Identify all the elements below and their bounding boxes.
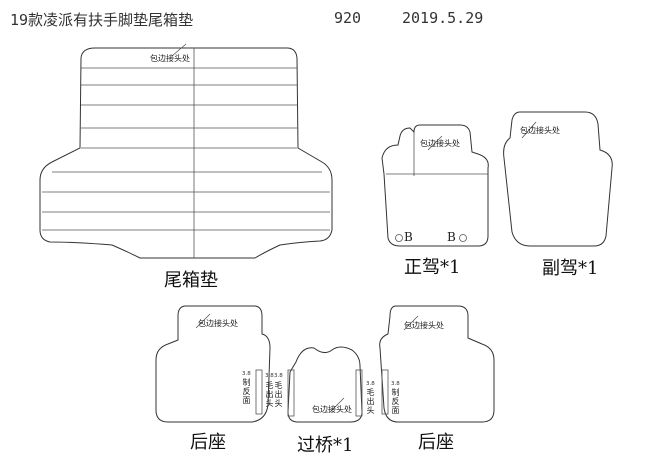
rear-left-mat-outline [155, 305, 271, 423]
driver-b-mark-right: B [447, 230, 456, 244]
rear-left-reverse-note: 制反面 [242, 378, 251, 405]
driver-b-mark-left: B [404, 230, 413, 244]
rear-right-size-note: 3.8 [391, 381, 400, 387]
bridge-right-fur-note: 毛出头 [366, 388, 375, 415]
rear-left-fur-note: 毛出头 [265, 381, 274, 408]
rear-right-edge-join-note: 包边接头处 [404, 321, 444, 330]
header-title: 19款凌派有扶手脚垫尾箱垫 [10, 11, 194, 29]
header-code: 920 [334, 9, 362, 27]
passenger-mat-label: 副驾*1 [542, 258, 599, 279]
driver-mat-label: 正驾*1 [404, 257, 461, 278]
rear-right-mat-outline [379, 305, 495, 423]
driver-mat-outline [381, 124, 489, 247]
rear-left-edge-join-note: 包边接头处 [198, 319, 238, 328]
bridge-left-size-note: 3.8 [274, 373, 283, 379]
driver-edge-join-note: 包边接头处 [420, 139, 460, 148]
bridge-outline [287, 346, 363, 423]
bridge-right-size-note: 3.8 [366, 381, 375, 387]
rear-left-mat-label: 后座 [190, 432, 226, 453]
trunk-edge-join-note: 包边接头处 [150, 54, 190, 63]
trunk-mat-outline [39, 43, 333, 259]
rear-left-size-note: 3.8 [242, 371, 251, 377]
passenger-mat-outline [503, 111, 613, 247]
passenger-edge-join-note: 包边接头处 [520, 126, 560, 135]
rear-right-reverse-note: 制反面 [391, 388, 400, 415]
bridge-edge-join-note: 包边接头处 [312, 405, 352, 414]
rear-left-fur-size-note: 3.8 [265, 373, 274, 379]
trunk-mat-label: 尾箱垫 [164, 270, 218, 291]
rear-right-mat-label: 后座 [418, 432, 454, 453]
bridge-left-fur-note: 毛出头 [274, 381, 283, 408]
bridge-label: 过桥*1 [297, 435, 354, 456]
header-date: 2019.5.29 [402, 9, 484, 27]
